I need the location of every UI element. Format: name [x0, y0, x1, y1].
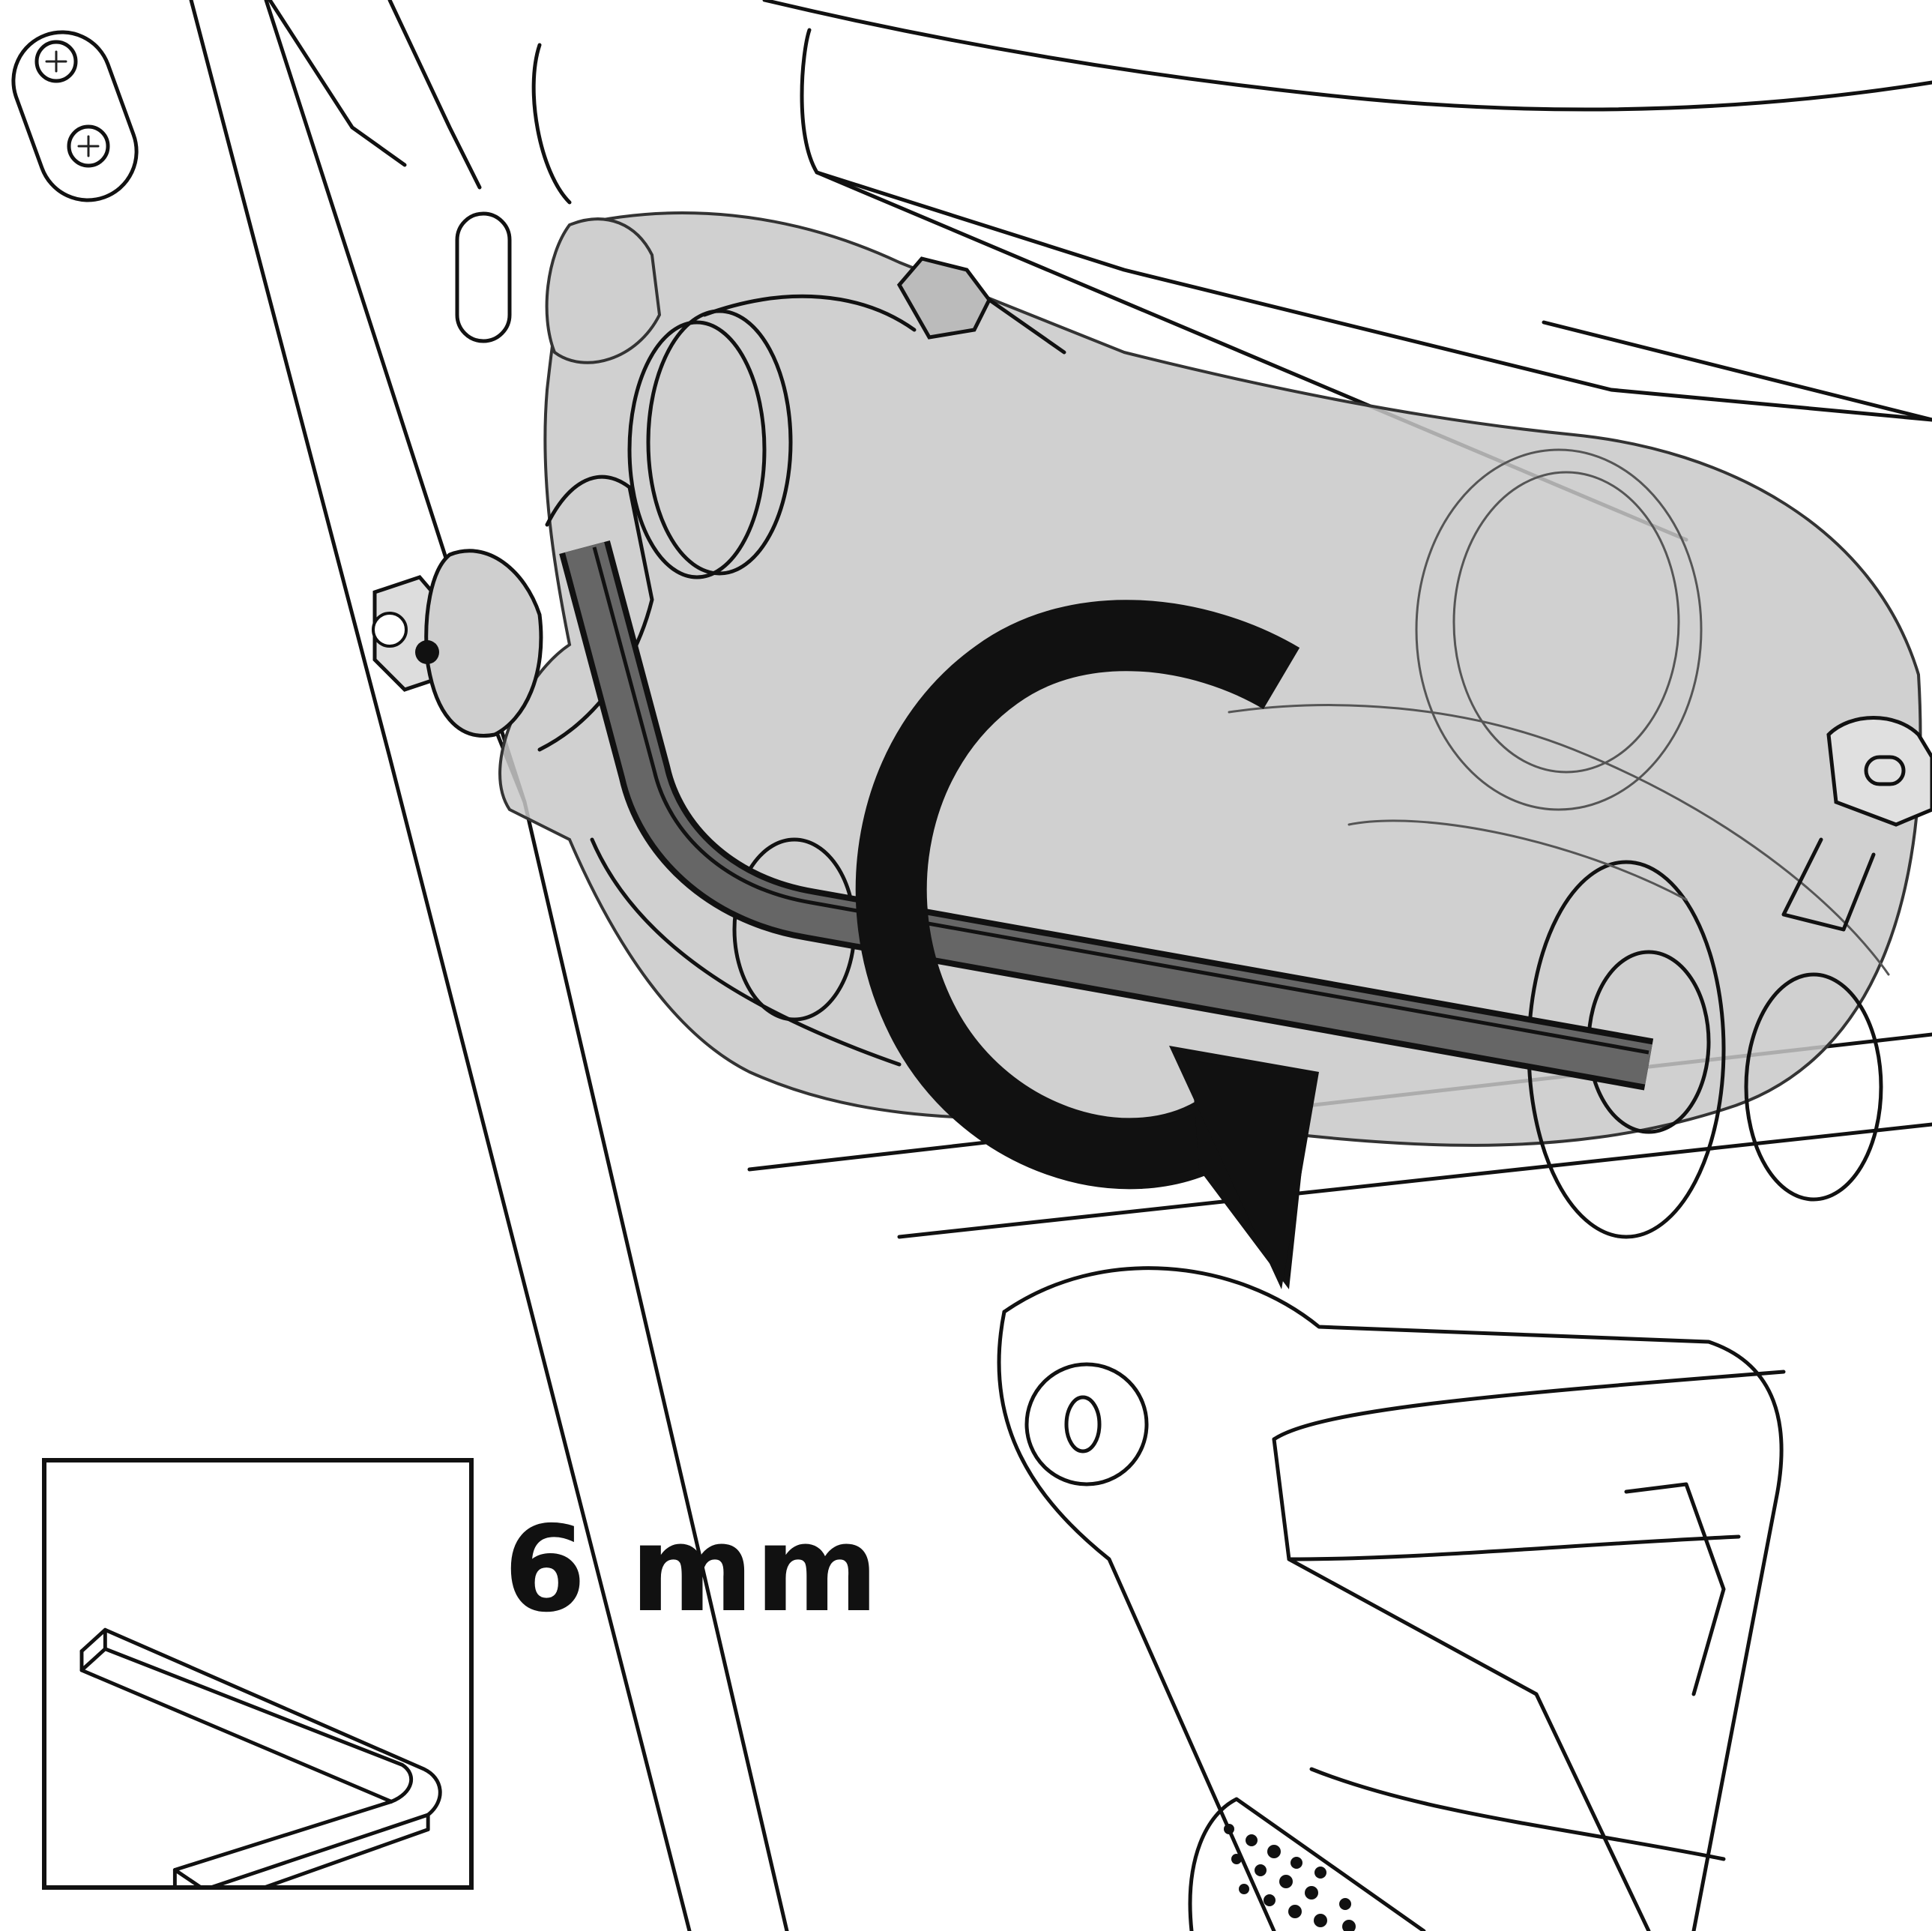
lower-link: [997, 1266, 1786, 1931]
hex-key-icon: [79, 1627, 442, 1885]
hex-key: [559, 540, 1654, 1091]
frame-outline: [189, 0, 1932, 1931]
frame-bolts: [11, 30, 139, 202]
tool-callout-box: [42, 1458, 474, 1890]
mount-slot: [455, 211, 512, 343]
clockwise-arrow-icon: [855, 600, 1319, 1289]
perforated-pad: [1188, 1797, 1426, 1931]
tool-size-label: 6 mm: [504, 1501, 881, 1639]
